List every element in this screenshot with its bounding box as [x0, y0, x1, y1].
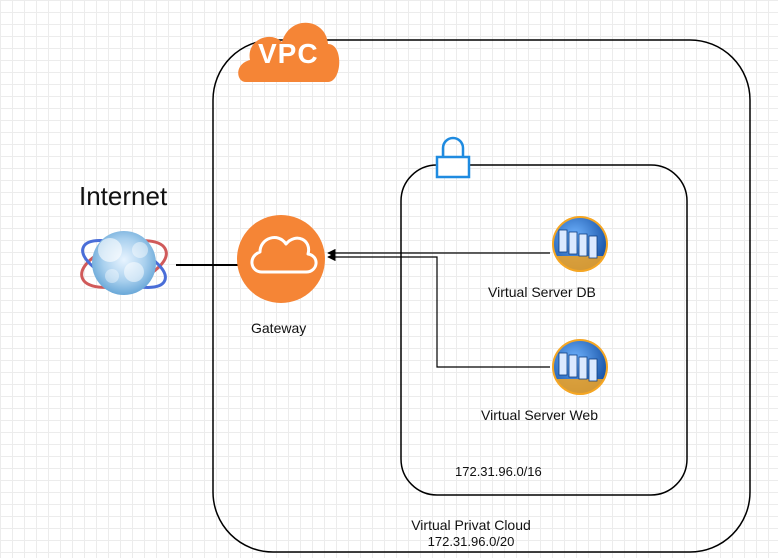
subnet-cidr-label: 172.31.96.0/16 [455, 464, 542, 479]
web-to-gateway-connector[interactable] [327, 252, 550, 368]
server-web-label: Virtual Server Web [481, 407, 598, 423]
virtual-server-icon[interactable] [552, 216, 608, 272]
internet-label: Internet [79, 181, 168, 211]
vpc-cidr-label: 172.31.96.0/20 [427, 534, 515, 549]
gateway-label: Gateway [251, 320, 307, 336]
internet-globe-icon [80, 231, 168, 295]
vpc-badge-icon [238, 22, 340, 82]
subnet-container[interactable] [400, 164, 688, 496]
virtual-server-icon[interactable] [552, 339, 608, 395]
server-db-label: Virtual Server DB [488, 284, 596, 300]
lock-icon [435, 136, 471, 179]
vpc-name-label: Virtual Privat Cloud [411, 517, 531, 533]
vpc-badge-label: VPC [258, 38, 319, 69]
cloud-gateway-icon[interactable] [237, 215, 325, 303]
vpc-container[interactable] [212, 39, 751, 553]
